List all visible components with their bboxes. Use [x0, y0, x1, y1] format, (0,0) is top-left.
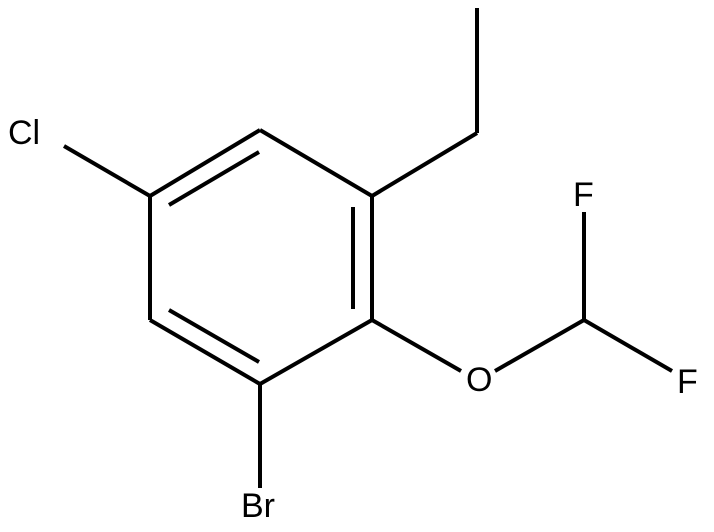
ring-bond-c4-c5	[259, 318, 373, 386]
atom-label-fluorine-right: F	[677, 363, 698, 401]
bond-c3-ethyl-ch2	[370, 131, 479, 198]
atom-label-oxygen: O	[466, 361, 492, 399]
atom-label-bromine: Br	[241, 487, 275, 525]
ring-bond-c1-c2	[148, 128, 262, 198]
atom-label-fluorine-top: F	[573, 176, 594, 214]
bond-chf2-f-right	[582, 318, 674, 373]
bond-oxygen-chf2	[494, 318, 585, 373]
ring-bond-c2-c3	[258, 128, 374, 198]
atom-label-chlorine: Cl	[8, 114, 40, 152]
bond-c4-oxygen	[371, 318, 462, 373]
ring-bond-c5-c6-inner	[167, 308, 261, 364]
bond-c1-chlorine	[62, 144, 152, 198]
ring-bond-c1-c2-inner	[167, 150, 261, 207]
ring-bond-c5-c6	[148, 318, 262, 386]
